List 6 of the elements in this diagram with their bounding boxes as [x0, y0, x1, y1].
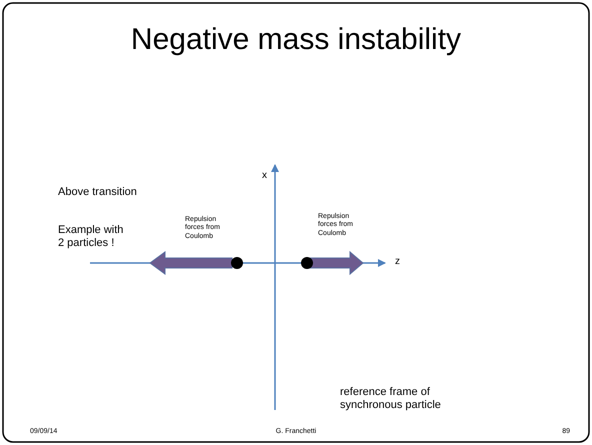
axis-label: z [395, 256, 401, 268]
note: Above transition [58, 186, 138, 200]
axis-label: x [262, 170, 268, 182]
note: Example with 2 particles ! [58, 224, 124, 250]
note: reference frame of synchronous particle [340, 386, 442, 412]
slide-title: Negative mass instability [130, 22, 462, 58]
